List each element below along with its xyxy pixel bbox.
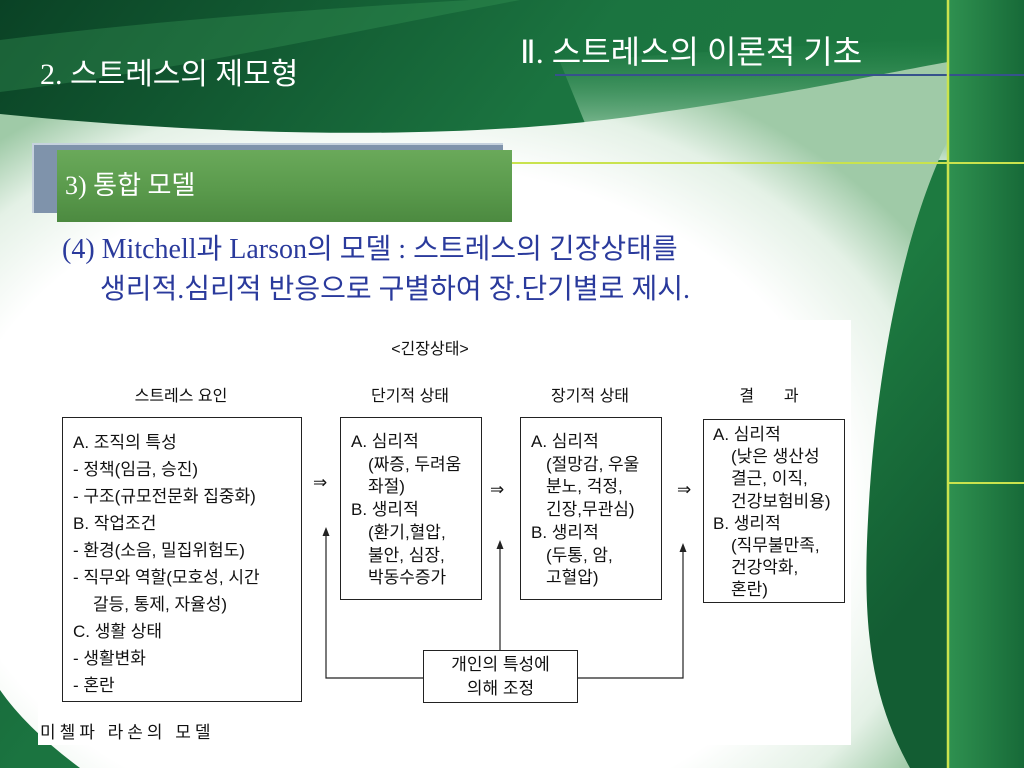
stress-factor-line: - 구조(규모전문화 집중화) [73, 487, 256, 506]
flow-arrow-2: ⇒ [490, 480, 505, 499]
stress-factor-line: 갈등, 통제, 자율성) [93, 595, 228, 614]
subsection-title: 2. 스트레스의 제모형 [40, 58, 299, 91]
moderator-connector-left [325, 535, 423, 679]
outcome-line: A. 심리적 [713, 425, 781, 444]
stress-factors-header: 스트레스 요인 [134, 388, 228, 405]
stress-factor-line: - 환경(소음, 밀집위험도) [73, 541, 245, 560]
moderator-line: 의해 조정 [466, 679, 535, 698]
short-term-line: A. 심리적 [351, 432, 419, 451]
short-term-line: 불안, 심장, [368, 545, 445, 565]
outcomes-header: 결 과 [739, 388, 799, 405]
moderator-box: 개인의 특성에 의해 조정 [423, 650, 578, 703]
outcomes-box: A. 심리적 (낮은 생산성 결근, 이직, 건강보험비용) B. 생리적 (직… [703, 419, 845, 603]
diagram-title: <긴장상태> [391, 341, 469, 358]
long-term-line: A. 심리적 [531, 432, 599, 451]
outcome-line: B. 생리적 [713, 513, 781, 533]
long-term-line: 분노, 걱정, [546, 477, 623, 497]
outcome-line: 결근, 이직, [731, 469, 808, 489]
moderator-arrowhead-left [322, 527, 330, 536]
outcome-line: 건강보험비용) [731, 491, 831, 511]
long-term-line: B. 생리적 [531, 522, 599, 542]
stress-factor-line: - 직무와 역할(모호성, 시간 [73, 568, 260, 587]
strain-model-diagram: <긴장상태> 스트레스 요인 단기적 상태 장기적 상태 결 과 A. 조직의 … [38, 320, 851, 745]
long-term-line: 긴장,무관심) [546, 500, 635, 520]
description-line-2: 생리적.심리적 반응으로 구별하여 장.단기별로 제시. [100, 274, 690, 305]
diagram-caption: 미첼파 라손의 모델 [40, 723, 215, 742]
stress-factor-line: B. 작업조건 [73, 514, 157, 533]
topic-box: 3) 통합 모델 [57, 150, 512, 222]
right-band [948, 0, 1024, 768]
short-term-line: B. 생리적 [351, 500, 419, 520]
moderator-line: 개인의 특성에 [451, 655, 550, 674]
long-term-state-box: A. 심리적 (절망감, 우울 분노, 걱정, 긴장,무관심) B. 생리적 (… [520, 417, 662, 600]
short-term-state-header: 단기적 상태 [370, 388, 450, 405]
moderator-arrowhead-right [679, 543, 687, 552]
short-term-line: 좌절) [368, 477, 405, 497]
long-term-line: (절망감, 우울 [546, 454, 640, 474]
outcome-line: 혼란) [731, 580, 768, 600]
stress-factor-line: - 생활변화 [73, 649, 146, 668]
moderator-connector-right [578, 551, 684, 679]
stress-factor-line: A. 조직의 특성 [73, 433, 177, 452]
stress-factor-line: - 정책(임금, 승진) [73, 460, 198, 479]
short-term-line: 박동수증가 [368, 568, 447, 588]
moderator-arrowhead-middle [496, 540, 504, 549]
short-term-state-box: A. 심리적 (짜증, 두려움 좌절) B. 생리적 (환기,혈압, 불안, 심… [340, 417, 482, 600]
flow-arrow-1: ⇒ [313, 473, 328, 492]
stress-factor-line: - 혼란 [73, 676, 115, 695]
flow-arrow-3: ⇒ [677, 480, 692, 499]
stress-factor-line: C. 생활 상태 [73, 622, 163, 641]
long-term-line: (두통, 암, [546, 545, 613, 565]
background-streak [0, 0, 520, 92]
outcome-line: (직무불만족, [731, 536, 820, 556]
short-term-line: (짜증, 두려움 [368, 454, 462, 474]
outcome-line: (낮은 생산성 [731, 447, 820, 467]
stress-factors-box: A. 조직의 특성 - 정책(임금, 승진) - 구조(규모전문화 집중화) B… [62, 417, 302, 702]
long-term-state-header: 장기적 상태 [550, 388, 630, 405]
section-title: Ⅱ. 스트레스의 이론적 기초 [520, 34, 863, 70]
description-line-1: (4) Mitchell과 Larson의 모델 : 스트레스의 긴장상태를 [62, 234, 678, 265]
moderator-connectors [322, 527, 687, 679]
outcome-line: 건강악화, [731, 558, 799, 578]
short-term-line: (환기,혈압, [368, 522, 446, 542]
topic-label: 3) 통합 모델 [65, 171, 196, 200]
long-term-line: 고혈압) [546, 568, 599, 588]
